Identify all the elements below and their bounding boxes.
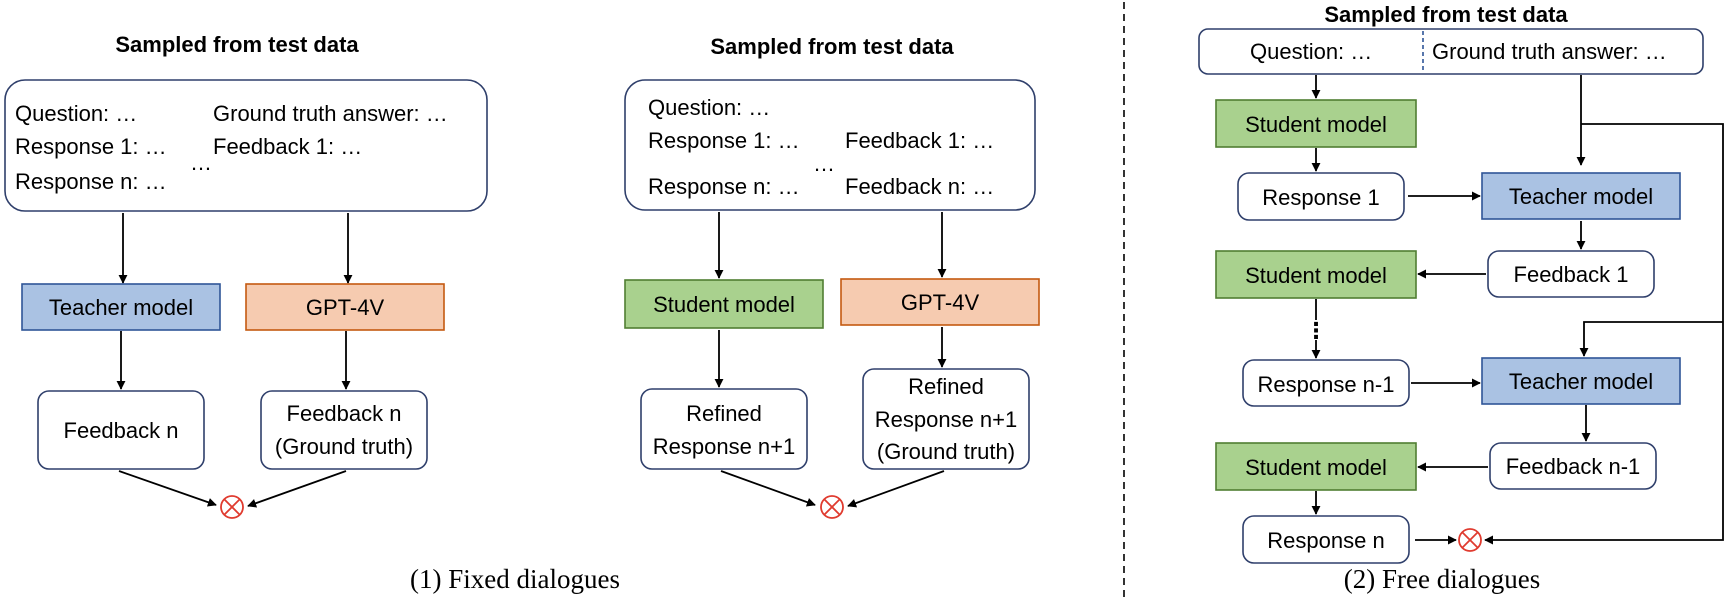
response-1-box bbox=[1237, 172, 1405, 221]
ground-truth-text: Ground truth answer: … bbox=[1432, 39, 1667, 64]
teacher-model-label: Teacher model bbox=[1509, 369, 1653, 394]
arrow bbox=[847, 470, 945, 508]
student-model-box bbox=[624, 279, 824, 329]
response-n-label: Response n bbox=[1267, 528, 1384, 553]
teacher-model-label: Teacher model bbox=[1509, 184, 1653, 209]
question-text: Question: … bbox=[15, 101, 137, 126]
free-dialogue-section: Sampled from test data Question: … Groun… bbox=[1198, 2, 1724, 564]
ground-truth-text: Ground truth answer: … bbox=[213, 101, 448, 126]
gpt-4v-box bbox=[245, 283, 445, 331]
teacher-model-box bbox=[21, 283, 221, 331]
response-n-1-label: Response n-1 bbox=[1258, 372, 1395, 397]
panel-title: Sampled from test data bbox=[1324, 2, 1568, 27]
refined-gt-line1: Refined bbox=[908, 374, 984, 399]
response-1-text: Response 1: … bbox=[15, 134, 167, 159]
refined-response-ground-truth-box bbox=[862, 368, 1030, 470]
fixed-dialogue-student-section: Sampled from test data Question: … Respo… bbox=[624, 34, 1040, 519]
question-text: Question: … bbox=[1250, 39, 1372, 64]
combine-symbol bbox=[1458, 528, 1482, 552]
feedback-1-text: Feedback 1: … bbox=[845, 128, 994, 153]
teacher-model-label: Teacher model bbox=[49, 295, 193, 320]
combine-symbol bbox=[820, 495, 844, 519]
refined-response-box bbox=[640, 388, 808, 470]
feedback-n-gt-line1: Feedback n bbox=[287, 401, 402, 426]
combine-symbol bbox=[220, 495, 244, 519]
feedback-n-gt-line2: (Ground truth) bbox=[275, 434, 413, 459]
student-model-label: Student model bbox=[1245, 263, 1387, 288]
response-n-text: Response n: … bbox=[648, 174, 800, 199]
fixed-dialogues-caption: (1) Fixed dialogues bbox=[410, 564, 620, 594]
arrow bbox=[720, 470, 816, 507]
ground-truth-connector bbox=[1484, 123, 1724, 545]
feedback-n-ground-truth-box bbox=[260, 390, 428, 470]
feedback-1-text: Feedback 1: … bbox=[213, 134, 362, 159]
response-1-label: Response 1 bbox=[1262, 185, 1379, 210]
arrow bbox=[247, 470, 347, 508]
sample-panel bbox=[624, 79, 1036, 211]
gpt-4v-box bbox=[840, 278, 1040, 326]
refined-line1: Refined bbox=[686, 401, 762, 426]
question-text: Question: … bbox=[648, 95, 770, 120]
student-model-label: Student model bbox=[1245, 455, 1387, 480]
response-n-1-box bbox=[1242, 359, 1410, 407]
student-model-box bbox=[1215, 99, 1417, 148]
student-model-label: Student model bbox=[653, 292, 795, 317]
refined-line2: Response n+1 bbox=[653, 434, 796, 459]
gpt-4v-label: GPT-4V bbox=[901, 290, 980, 315]
ellipsis-text: … bbox=[813, 151, 835, 176]
sample-panel bbox=[4, 79, 488, 212]
teacher-model-box bbox=[1481, 172, 1681, 220]
feedback-1-box bbox=[1487, 250, 1655, 298]
ground-truth-branch bbox=[1579, 321, 1723, 357]
feedback-n-1-box bbox=[1489, 442, 1657, 490]
teacher-model-box bbox=[1481, 357, 1681, 405]
feedback-n-text: Feedback n: … bbox=[845, 174, 994, 199]
feedback-n-1-label: Feedback n-1 bbox=[1506, 454, 1641, 479]
arrow bbox=[118, 470, 217, 507]
free-dialogues-caption: (2) Free dialogues bbox=[1344, 564, 1540, 594]
panel-title: Sampled from test data bbox=[710, 34, 954, 59]
feedback-n-box bbox=[37, 390, 205, 470]
student-model-box bbox=[1215, 442, 1417, 491]
response-n-box bbox=[1242, 515, 1410, 564]
student-model-label: Student model bbox=[1245, 112, 1387, 137]
fixed-dialogue-teacher-section: Sampled from test data Question: … Respo… bbox=[4, 32, 488, 519]
sample-panel bbox=[1198, 28, 1704, 75]
refined-gt-line2: Response n+1 bbox=[875, 407, 1018, 432]
panel-title: Sampled from test data bbox=[115, 32, 359, 57]
student-model-box bbox=[1215, 250, 1417, 299]
refined-gt-line3: (Ground truth) bbox=[877, 439, 1015, 464]
gpt-4v-label: GPT-4V bbox=[306, 295, 385, 320]
response-n-text: Response n: … bbox=[15, 169, 167, 194]
feedback-1-label: Feedback 1 bbox=[1514, 262, 1629, 287]
response-1-text: Response 1: … bbox=[648, 128, 800, 153]
continuation-dots: ⋮ bbox=[1305, 318, 1327, 343]
ellipsis-text: … bbox=[190, 150, 212, 175]
feedback-n-label: Feedback n bbox=[64, 418, 179, 443]
